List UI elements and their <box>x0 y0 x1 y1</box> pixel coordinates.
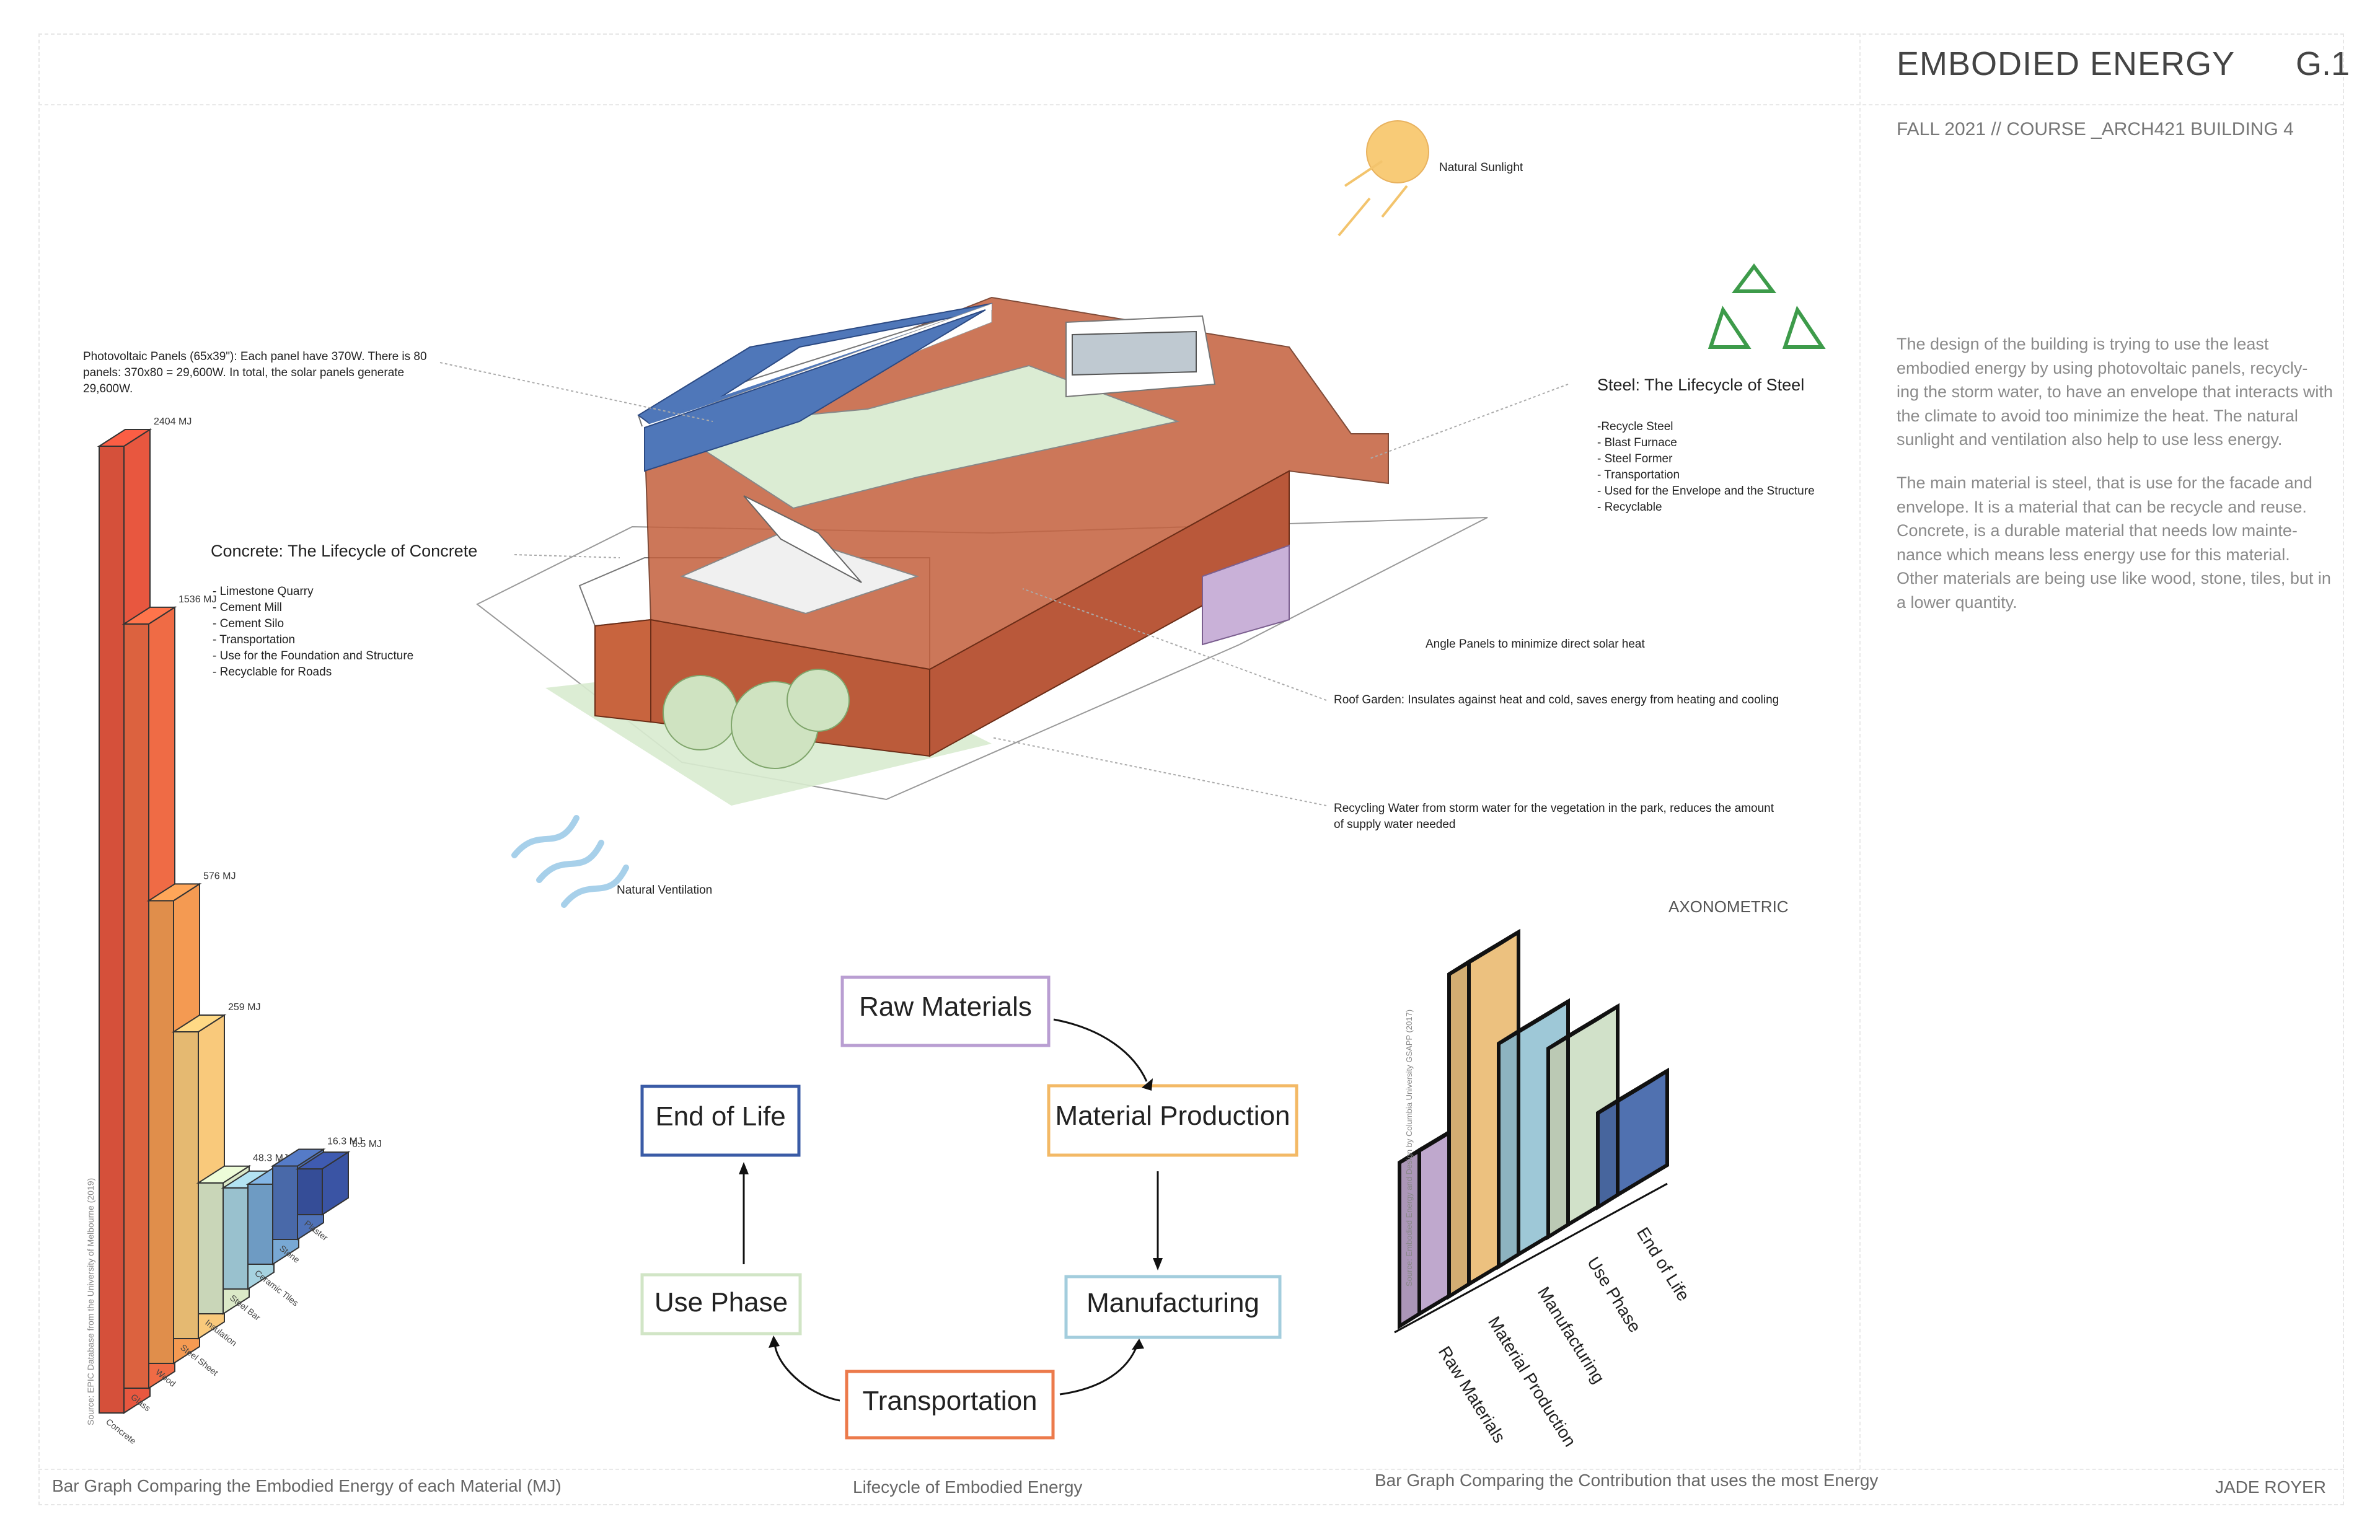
axonometric-label: AXONOMETRIC <box>1668 897 1789 916</box>
category-label: Raw Materials <box>1435 1343 1509 1446</box>
footer-left-caption: Bar Graph Comparing the Embodied Energy … <box>52 1476 562 1495</box>
course-info: FALL 2021 // COURSE _ARCH421 BUILDING 4 <box>1897 119 2294 139</box>
angle-panels-label: Angle Panels to minimize direct solar he… <box>1426 638 1645 651</box>
transportation-box <box>845 1370 1055 1440</box>
value-label: 48.3 MJ <box>253 1153 288 1164</box>
sun-icon <box>1338 120 1429 237</box>
footer-right-caption: Bar Graph Comparing the Contribution tha… <box>1375 1471 1879 1490</box>
description-paragraph-2: The main material is steel, that is use … <box>1897 473 2331 612</box>
steel-title: Steel: The Lifecycle of Steel <box>1597 376 1805 394</box>
sheet-number: G.1 <box>2296 45 2350 82</box>
roof-garden-label: Roof Garden: Insulates against heat and … <box>1334 693 1779 706</box>
header-divider <box>38 104 2344 105</box>
bar-plaster <box>295 1151 351 1216</box>
steel-list: -Recycle Steel- Blast Furnace- Steel For… <box>1597 420 1815 514</box>
lifecycle-end-label: End of Life <box>655 1101 786 1132</box>
footer-divider <box>38 1469 2344 1470</box>
ventilation-label: Natural Ventilation <box>617 884 713 897</box>
value-label: 1536 MJ <box>178 594 216 605</box>
description-paragraph-1: The design of the building is trying to … <box>1897 335 2333 449</box>
value-label: 6.5 MJ <box>352 1139 382 1150</box>
footer-author: JADE ROYER <box>2215 1477 2326 1497</box>
manufacturing-box <box>1064 1275 1282 1339</box>
category-label: Use Phase <box>1584 1254 1645 1336</box>
recycling-water-label: Recycling Water from storm water for the… <box>1334 802 1774 831</box>
trees <box>663 669 850 769</box>
leader-lines <box>439 362 1569 806</box>
lifecycle-transportation-label: Transportation <box>862 1386 1038 1416</box>
value-label: 576 MJ <box>203 871 236 881</box>
lifecycle-raw-label: Raw Materials <box>859 992 1032 1022</box>
category-label: End of Life <box>1633 1224 1693 1305</box>
lifecycle-use-label: Use Phase <box>654 1287 788 1318</box>
concrete-title: Concrete: The Lifecycle of Concrete <box>211 542 478 560</box>
sunlight-label: Natural Sunlight <box>1439 161 1523 174</box>
recycle-icon <box>1708 263 1826 349</box>
value-label: 259 MJ <box>228 1002 260 1013</box>
baseline <box>1394 1182 1668 1334</box>
use-phase-box <box>640 1273 802 1335</box>
lifecycle-manufacturing-label: Manufacturing <box>1086 1288 1259 1318</box>
bar-end-of-life <box>1596 1067 1669 1211</box>
concrete-list: - Limestone Quarry- Cement Mill- Cement … <box>213 585 414 679</box>
page-title: EMBODIED ENERGY <box>1897 45 2236 82</box>
footer-center-caption: Lifecycle of Embodied Energy <box>853 1477 1083 1497</box>
lifecycle-production-label: Material Production <box>1055 1101 1290 1131</box>
sheet-frame <box>38 33 2344 1505</box>
material-production-box <box>1047 1084 1298 1157</box>
end-of-life-box <box>640 1085 801 1157</box>
value-label: 16.3 MJ <box>327 1137 363 1147</box>
pv-roof <box>638 304 992 472</box>
pv-annotation: Photovoltaic Panels (65x39"): Each panel… <box>83 350 427 395</box>
chart-right-source: Source: Embodied Energy and Design by Co… <box>1404 1009 1414 1287</box>
raw-materials-box <box>840 975 1051 1047</box>
category-label: Manufacturing <box>1534 1283 1608 1387</box>
column-divider <box>1859 33 1861 1469</box>
value-label: 2404 MJ <box>154 416 192 427</box>
ventilation-arrows-icon <box>511 815 629 908</box>
